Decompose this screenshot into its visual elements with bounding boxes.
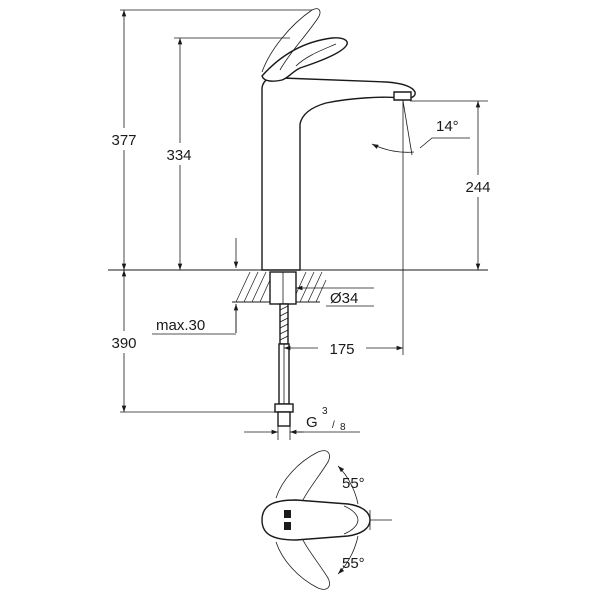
dimension-hole-diameter: Ø34 (296, 285, 374, 307)
thread-numerator: 3 (322, 406, 328, 417)
dimension-below-deck: 390 (104, 270, 278, 413)
diameter-34-label: Ø34 (330, 290, 358, 307)
dimension-outlet-height: 244 (410, 100, 500, 270)
max-30-label: max.30 (156, 317, 205, 334)
thread-g-label: G (306, 414, 318, 431)
top-view: 55° 55° (261, 450, 392, 590)
thread-denominator: 8 (340, 422, 346, 433)
dim-244-label: 244 (465, 179, 490, 196)
faucet-body (261, 8, 416, 355)
lever-angle-bottom-label: 55° (342, 555, 365, 572)
connection-thread: G 3 / 8 (244, 406, 360, 440)
dim-377-label: 377 (111, 132, 136, 149)
thread-fraction-slash: / (332, 420, 335, 431)
dimension-reach: 175 (284, 341, 403, 358)
dimension-spout-height: 334 (158, 37, 290, 270)
angle-14-label: 14° (436, 118, 459, 135)
angle-14: 14° (371, 100, 470, 156)
dim-175-label: 175 (329, 341, 354, 358)
lever-angle-top-label: 55° (342, 475, 365, 492)
dim-390-label: 390 (111, 335, 136, 352)
deck-section (232, 271, 327, 427)
dimension-total-height: 377 (105, 9, 312, 270)
dim-334-label: 334 (166, 147, 191, 164)
dimension-max-deck: max.30 (152, 238, 239, 335)
